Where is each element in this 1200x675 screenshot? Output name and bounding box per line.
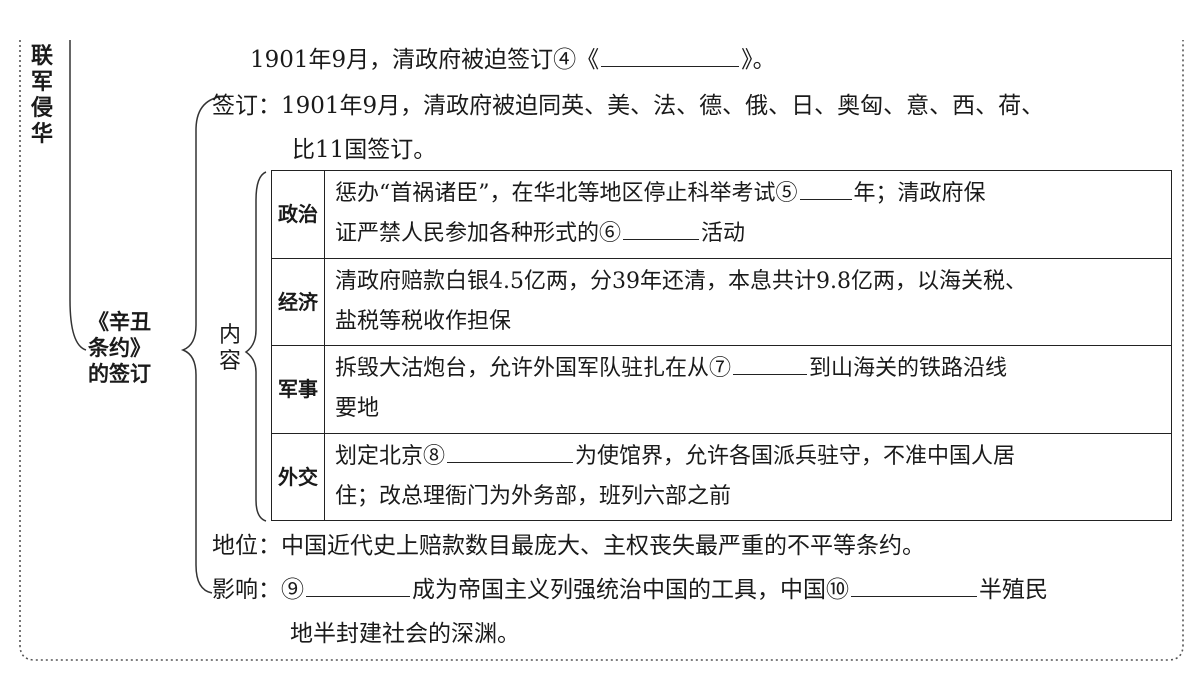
- desc-line: 清政府赔款白银4.5亿两，分39年还清，本息共计9.8亿两，以海关税、: [335, 268, 1027, 294]
- description-cell: 划定北京⑧ 为使馆界，允许各国派兵驻守，不准中国人居 住；改总理衙门为外务部，班列…: [324, 432, 1172, 521]
- status-text: 中国近代史上赔款数目最庞大、主权丧失最严重的不平等条约。: [281, 533, 925, 559]
- blank-10: [851, 576, 977, 597]
- blank-6: [623, 219, 700, 241]
- treaty-label-line: 《辛丑: [88, 310, 151, 334]
- intro-text: 1901年9月，清政府被迫签订④《: [250, 47, 600, 73]
- category-cell: 外交: [271, 432, 325, 521]
- impact-line-2: 地半封建社会的深渊。: [290, 621, 520, 647]
- impact-text: 成为帝国主义列强统治中国的工具，中国⑩: [412, 577, 849, 603]
- impact-text: ⑨: [281, 577, 304, 603]
- content-label: 内 容: [217, 323, 243, 375]
- signing-label: 签订：: [212, 93, 281, 119]
- title-char: 联: [30, 44, 53, 69]
- title-char: 侵: [30, 96, 53, 121]
- signing-line-1: 签订：1901年9月，清政府被迫同英、美、法、德、俄、日、奥匈、意、西、荷、: [212, 92, 1044, 120]
- table-row: 外交 划定北京⑧ 为使馆界，允许各国派兵驻守，不准中国人居 住；改总理衙门为外务部…: [271, 432, 1172, 521]
- signing-text: 1901年9月，清政府被迫同英、美、法、德、俄、日、奥匈、意、西、荷、: [281, 93, 1045, 119]
- title-char: 军: [30, 70, 53, 95]
- table-row: 政治 惩办“首祸诸臣”，在华北等地区停止科举考试⑤ 年；清政府保 证严禁人民参加各…: [271, 170, 1172, 259]
- desc-text: 到山海关的铁路沿线: [809, 356, 1008, 382]
- desc-line: 惩办“首祸诸臣”，在华北等地区停止科举考试⑤ 年；清政府保: [335, 174, 1161, 214]
- content-label-char: 内: [218, 323, 241, 348]
- blank-4: [601, 46, 740, 67]
- status-line: 地位：中国近代史上赔款数目最庞大、主权丧失最严重的不平等条约。: [212, 532, 925, 560]
- title-char: 华: [30, 122, 53, 147]
- impact-label: 影响：: [212, 577, 281, 603]
- treaty-label: 《辛丑 条约》 的签订: [88, 309, 151, 387]
- treaty-label-line: 条约》: [88, 336, 151, 360]
- blank-7: [733, 354, 808, 376]
- desc-text: 为使馆界，允许各国派兵驻守，不准中国人居: [575, 443, 1016, 469]
- section-title-vertical: 联 军 侵 华: [29, 44, 55, 148]
- signing-line-2: 比11国签订。: [292, 137, 437, 163]
- description-cell: 清政府赔款白银4.5亿两，分39年还清，本息共计9.8亿两，以海关税、 盐税等税…: [324, 257, 1172, 346]
- intro-text-end: 》。: [741, 47, 776, 73]
- blank-9: [306, 576, 410, 597]
- desc-line: 要地: [335, 396, 380, 422]
- treaty-label-line: 的签订: [88, 362, 151, 386]
- content-label-char: 容: [218, 349, 241, 374]
- treaty-intro-line: 1901年9月，清政府被迫签订④《 》。: [250, 46, 776, 74]
- status-label: 地位：: [212, 533, 281, 559]
- desc-text: 年；清政府保: [853, 181, 986, 207]
- category-cell: 军事: [271, 345, 325, 434]
- desc-line: 拆毁大沽炮台，允许外国军队驻扎在从⑦ 到山海关的铁路沿线: [335, 349, 1161, 389]
- desc-text: 划定北京⑧: [335, 443, 446, 469]
- impact-line-1: 影响：⑨ 成为帝国主义列强统治中国的工具，中国⑩ 半殖民: [212, 576, 1048, 604]
- desc-line: 住；改总理衙门为外务部，班列六部之前: [335, 483, 732, 509]
- category-cell: 经济: [271, 257, 325, 346]
- table-row: 军事 拆毁大沽炮台，允许外国军队驻扎在从⑦ 到山海关的铁路沿线 要地: [271, 345, 1172, 434]
- desc-text: 拆毁大沽炮台，允许外国军队驻扎在从⑦: [335, 356, 732, 382]
- desc-line: 盐税等税收作担保: [335, 308, 512, 334]
- desc-line: 划定北京⑧ 为使馆界，允许各国派兵驻守，不准中国人居: [335, 437, 1161, 477]
- desc-text: 证严禁人民参加各种形式的⑥: [335, 221, 622, 247]
- table-row: 经济 清政府赔款白银4.5亿两，分39年还清，本息共计9.8亿两，以海关税、 盐…: [271, 257, 1172, 346]
- desc-line: 证严禁人民参加各种形式的⑥ 活动: [335, 214, 1161, 254]
- desc-text: 惩办“首祸诸臣”，在华北等地区停止科举考试⑤: [335, 181, 798, 207]
- blank-8: [447, 442, 574, 463]
- content-table: 政治 惩办“首祸诸臣”，在华北等地区停止科举考试⑤ 年；清政府保 证严禁人民参加各…: [271, 170, 1172, 521]
- description-cell: 拆毁大沽炮台，允许外国军队驻扎在从⑦ 到山海关的铁路沿线 要地: [324, 345, 1172, 434]
- desc-text: 活动: [701, 221, 746, 247]
- category-cell: 政治: [271, 170, 325, 259]
- blank-5: [799, 179, 852, 201]
- description-cell: 惩办“首祸诸臣”，在华北等地区停止科举考试⑤ 年；清政府保 证严禁人民参加各种形式…: [324, 170, 1172, 259]
- impact-text: 半殖民: [979, 577, 1048, 603]
